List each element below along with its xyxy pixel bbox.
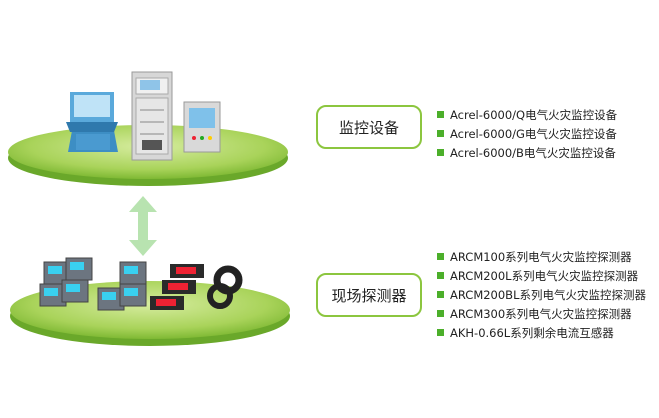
field-detector-list: ARCM100系列电气火灾监控探测器 ARCM200L系列电气火灾监控探测器 A… (437, 247, 646, 342)
bullet-icon (437, 149, 444, 156)
monitoring-equipment-list: Acrel-6000/Q电气火灾监控设备 Acrel-6000/G电气火灾监控设… (437, 105, 617, 162)
monitoring-equipment-label: 监控设备 (316, 105, 422, 149)
bullet-icon (437, 329, 444, 336)
bullet-icon (437, 291, 444, 298)
detector-module-icon (39, 257, 204, 311)
wall-panel-icon (183, 101, 221, 153)
list-item: Acrel-6000/G电气火灾监控设备 (437, 124, 617, 143)
cabinet-icon (131, 71, 173, 161)
bullet-icon (437, 111, 444, 118)
bullet-icon (437, 253, 444, 260)
list-item: Acrel-6000/B电气火灾监控设备 (437, 143, 617, 162)
list-item: AKH-0.66L系列剩余电流互感器 (437, 323, 646, 342)
console-icon (66, 92, 118, 152)
bullet-icon (437, 310, 444, 317)
top-platform (8, 71, 288, 186)
bidirectional-arrow-icon (129, 196, 157, 256)
bullet-icon (437, 130, 444, 137)
list-item: ARCM300系列电气火灾监控探测器 (437, 304, 646, 323)
bottom-platform (10, 257, 290, 346)
list-item: Acrel-6000/Q电气火灾监控设备 (437, 105, 617, 124)
current-transformer-icon (207, 265, 243, 309)
bullet-icon (437, 272, 444, 279)
list-item: ARCM100系列电气火灾监控探测器 (437, 247, 646, 266)
field-detector-label: 现场探测器 (316, 273, 422, 317)
list-item: ARCM200BL系列电气火灾监控探测器 (437, 285, 646, 304)
list-item: ARCM200L系列电气火灾监控探测器 (437, 266, 646, 285)
